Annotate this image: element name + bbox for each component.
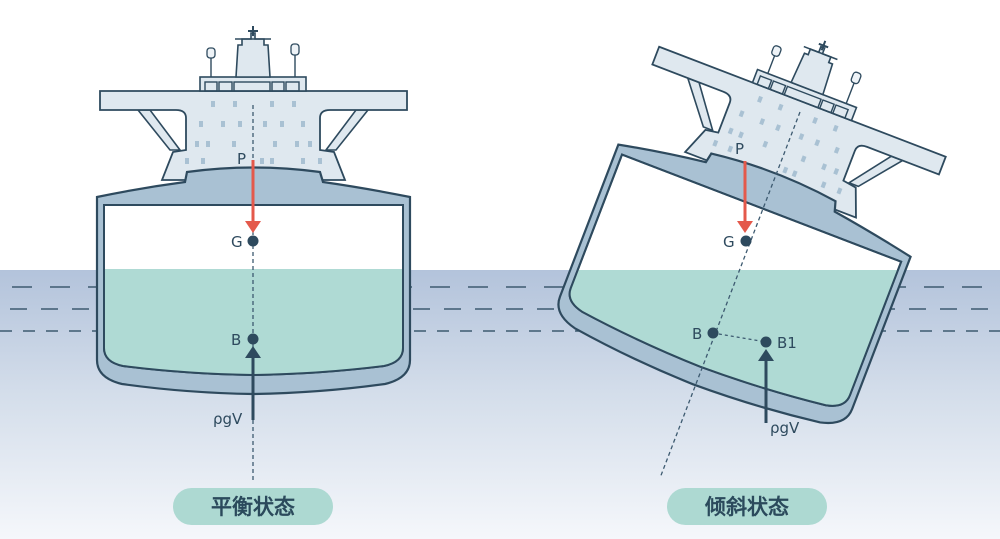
label-g-right: G xyxy=(723,233,735,251)
label-b1-right: B1 xyxy=(777,334,797,352)
buoyancy-arrowhead-left xyxy=(245,346,261,358)
label-p-right: P xyxy=(735,140,744,158)
center-of-buoyancy-left xyxy=(247,333,259,345)
label-b-right: B xyxy=(692,325,702,343)
label-g-left: G xyxy=(231,233,243,251)
center-of-gravity-left xyxy=(247,235,259,247)
label-p-left: P xyxy=(237,150,246,168)
caption-heeled-text: 倾斜状态 xyxy=(704,495,789,519)
centerline-right xyxy=(659,111,801,479)
caption-balanced: 平衡状态 xyxy=(173,488,333,525)
b-to-b1-line xyxy=(712,332,767,343)
label-b-left: B xyxy=(231,331,241,349)
ship-balanced: P G B ρgV xyxy=(95,24,412,480)
center-of-buoyancy-right xyxy=(707,327,719,339)
gravity-arrowhead-left xyxy=(245,221,261,233)
caption-balanced-text: 平衡状态 xyxy=(211,495,295,519)
label-force-left: ρgV xyxy=(213,410,243,428)
label-force-right: ρgV xyxy=(770,419,800,437)
new-center-of-buoyancy xyxy=(760,336,772,348)
buoyancy-arrowhead-right xyxy=(758,349,774,361)
gravity-arrowhead-right xyxy=(737,221,753,233)
center-of-gravity-right xyxy=(740,235,752,247)
caption-heeled: 倾斜状态 xyxy=(667,488,827,525)
